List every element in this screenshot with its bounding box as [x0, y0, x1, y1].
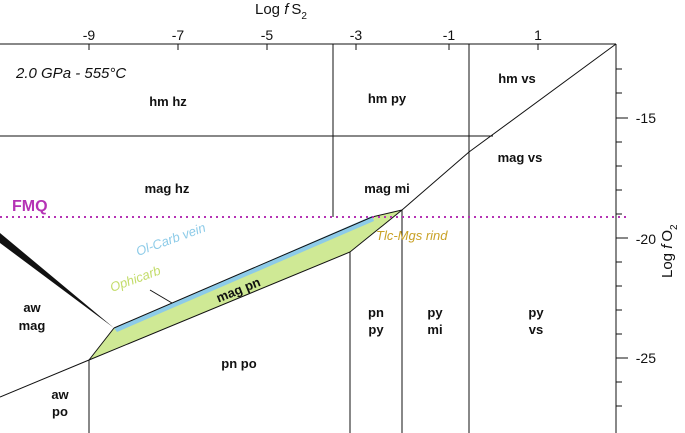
field-label-py-mi-line1: py: [427, 305, 443, 320]
ol-carb-vein-label: Ol-Carb vein: [134, 220, 208, 259]
aw-mag-edge: [88, 327, 115, 361]
x-tick-label: 1: [534, 27, 542, 43]
x-axis-ticks: [88, 44, 539, 50]
lower-boundary: [0, 209, 403, 398]
field-label-py-mi-line2: mi: [427, 322, 442, 337]
ophicarb-label: Ophicarb: [108, 263, 163, 295]
y-tick-label: -20: [636, 231, 656, 247]
field-label-pn-py-line2: py: [368, 322, 384, 337]
field-label-aw-po-line2: po: [52, 404, 68, 419]
ol-carb-vein-band: [114, 216, 374, 332]
condition-label: 2.0 GPa - 555°C: [15, 65, 126, 82]
field-label-py-vs-line2: vs: [529, 322, 543, 337]
field-boundaries: [0, 43, 617, 433]
field-label-mag-hz: mag hz: [145, 181, 190, 196]
y-axis-ticks: [616, 68, 628, 407]
diagonal-boundary: [401, 43, 617, 211]
field-label-mag-vs: mag vs: [498, 150, 543, 165]
x-tick-label: -5: [261, 27, 274, 43]
tlc-mgs-rind-label: Tlc-Mgs rind: [376, 228, 448, 243]
y-tick-label: -25: [636, 350, 656, 366]
mag-pn-field: [89, 210, 402, 360]
field-label-hm-vs: hm vs: [498, 71, 536, 86]
field-label-mag-mi: mag mi: [364, 181, 410, 196]
ophicarb-leader-line: [149, 289, 173, 304]
field-label-pn-py-line1: pn: [368, 305, 384, 320]
y-tick-label: -15: [636, 110, 656, 126]
field-label-pn-po: pn po: [221, 356, 256, 371]
field-label-aw-po-line1: aw: [51, 387, 69, 402]
x-tick-label: -7: [172, 27, 185, 43]
field-label-hm-py: hm py: [368, 91, 407, 106]
y-axis-title: Log fO2: [659, 224, 680, 278]
x-tick-label: -3: [350, 27, 363, 43]
field-label-aw-mag-line2: mag: [19, 318, 46, 333]
x-tick-label: -1: [443, 27, 456, 43]
fmq-label: FMQ: [12, 198, 48, 215]
field-label-hm-hz: hm hz: [149, 94, 187, 109]
field-label-py-vs-line1: py: [528, 305, 544, 320]
black-wedge: [0, 233, 114, 328]
field-label-aw-mag-line1: aw: [23, 300, 41, 315]
x-tick-label: -9: [83, 27, 96, 43]
